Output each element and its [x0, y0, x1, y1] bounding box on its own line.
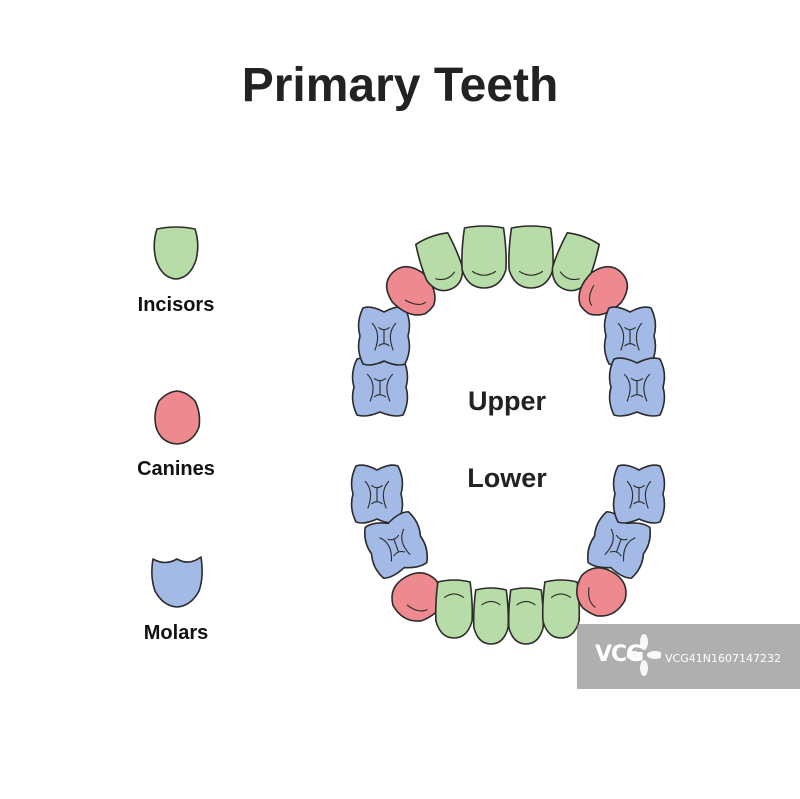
upper-incisor-tooth: [414, 232, 464, 292]
lower-molar-tooth: [612, 464, 666, 524]
upper-incisor-tooth: [461, 225, 507, 289]
molar-legend-icon: [151, 556, 203, 608]
lower-canine-tooth: [391, 572, 442, 622]
lower-molar-tooth: [350, 464, 404, 524]
incisor-legend-icon: [153, 226, 199, 280]
lower-canine-tooth: [576, 567, 627, 617]
lower-teeth: [350, 464, 666, 645]
lower-molar-tooth: [587, 510, 651, 580]
lower-incisor-tooth: [541, 579, 581, 639]
upper-molar-tooth: [357, 306, 411, 366]
lower-incisor-tooth: [507, 587, 545, 645]
incisor-swatch: [153, 226, 199, 280]
legend-label-incisors: Incisors: [137, 294, 215, 316]
upper-incisor-tooth: [508, 225, 554, 289]
legend-label-canines: Canines: [137, 458, 215, 480]
watermark: VCG VCG41N1607147232: [577, 624, 800, 689]
upper-jaw-label: Upper: [467, 386, 546, 416]
molar-swatch: [151, 556, 203, 608]
upper-canine-tooth: [385, 265, 436, 316]
canine-swatch: [154, 390, 201, 445]
watermark-id: VCG41N1607147232: [665, 652, 781, 665]
lower-jaw-label: Lower: [467, 463, 547, 493]
lower-incisor-tooth: [434, 579, 474, 639]
canine-legend-icon: [154, 390, 201, 445]
upper-canine-tooth: [578, 265, 629, 316]
lower-incisor-tooth: [472, 587, 510, 645]
legend-label-molars: Molars: [143, 622, 209, 644]
lower-molar-tooth: [364, 510, 428, 580]
upper-molar-tooth: [608, 357, 666, 417]
upper-teeth: [351, 225, 666, 417]
upper-molar-tooth: [603, 306, 657, 366]
page-title: Primary Teeth: [241, 59, 559, 112]
flower-icon: [627, 634, 661, 676]
upper-molar-tooth: [351, 357, 409, 417]
